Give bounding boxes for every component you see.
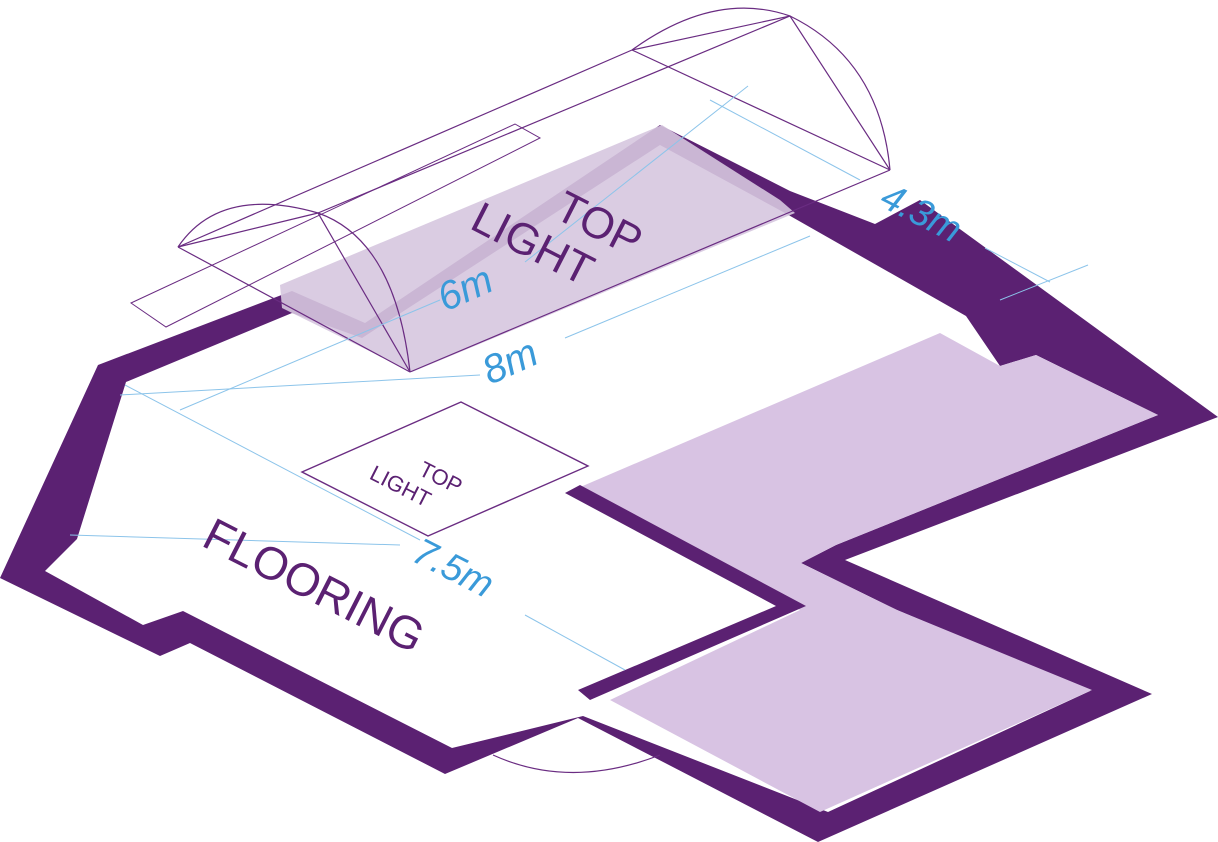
shaded-room <box>578 333 1158 812</box>
small-skylight <box>300 401 590 537</box>
dimension-lines <box>69 85 1089 671</box>
door-swing <box>492 754 661 774</box>
vault-wireframe <box>177 7 891 373</box>
inner-wall <box>565 485 806 700</box>
skylight-band <box>280 125 795 372</box>
